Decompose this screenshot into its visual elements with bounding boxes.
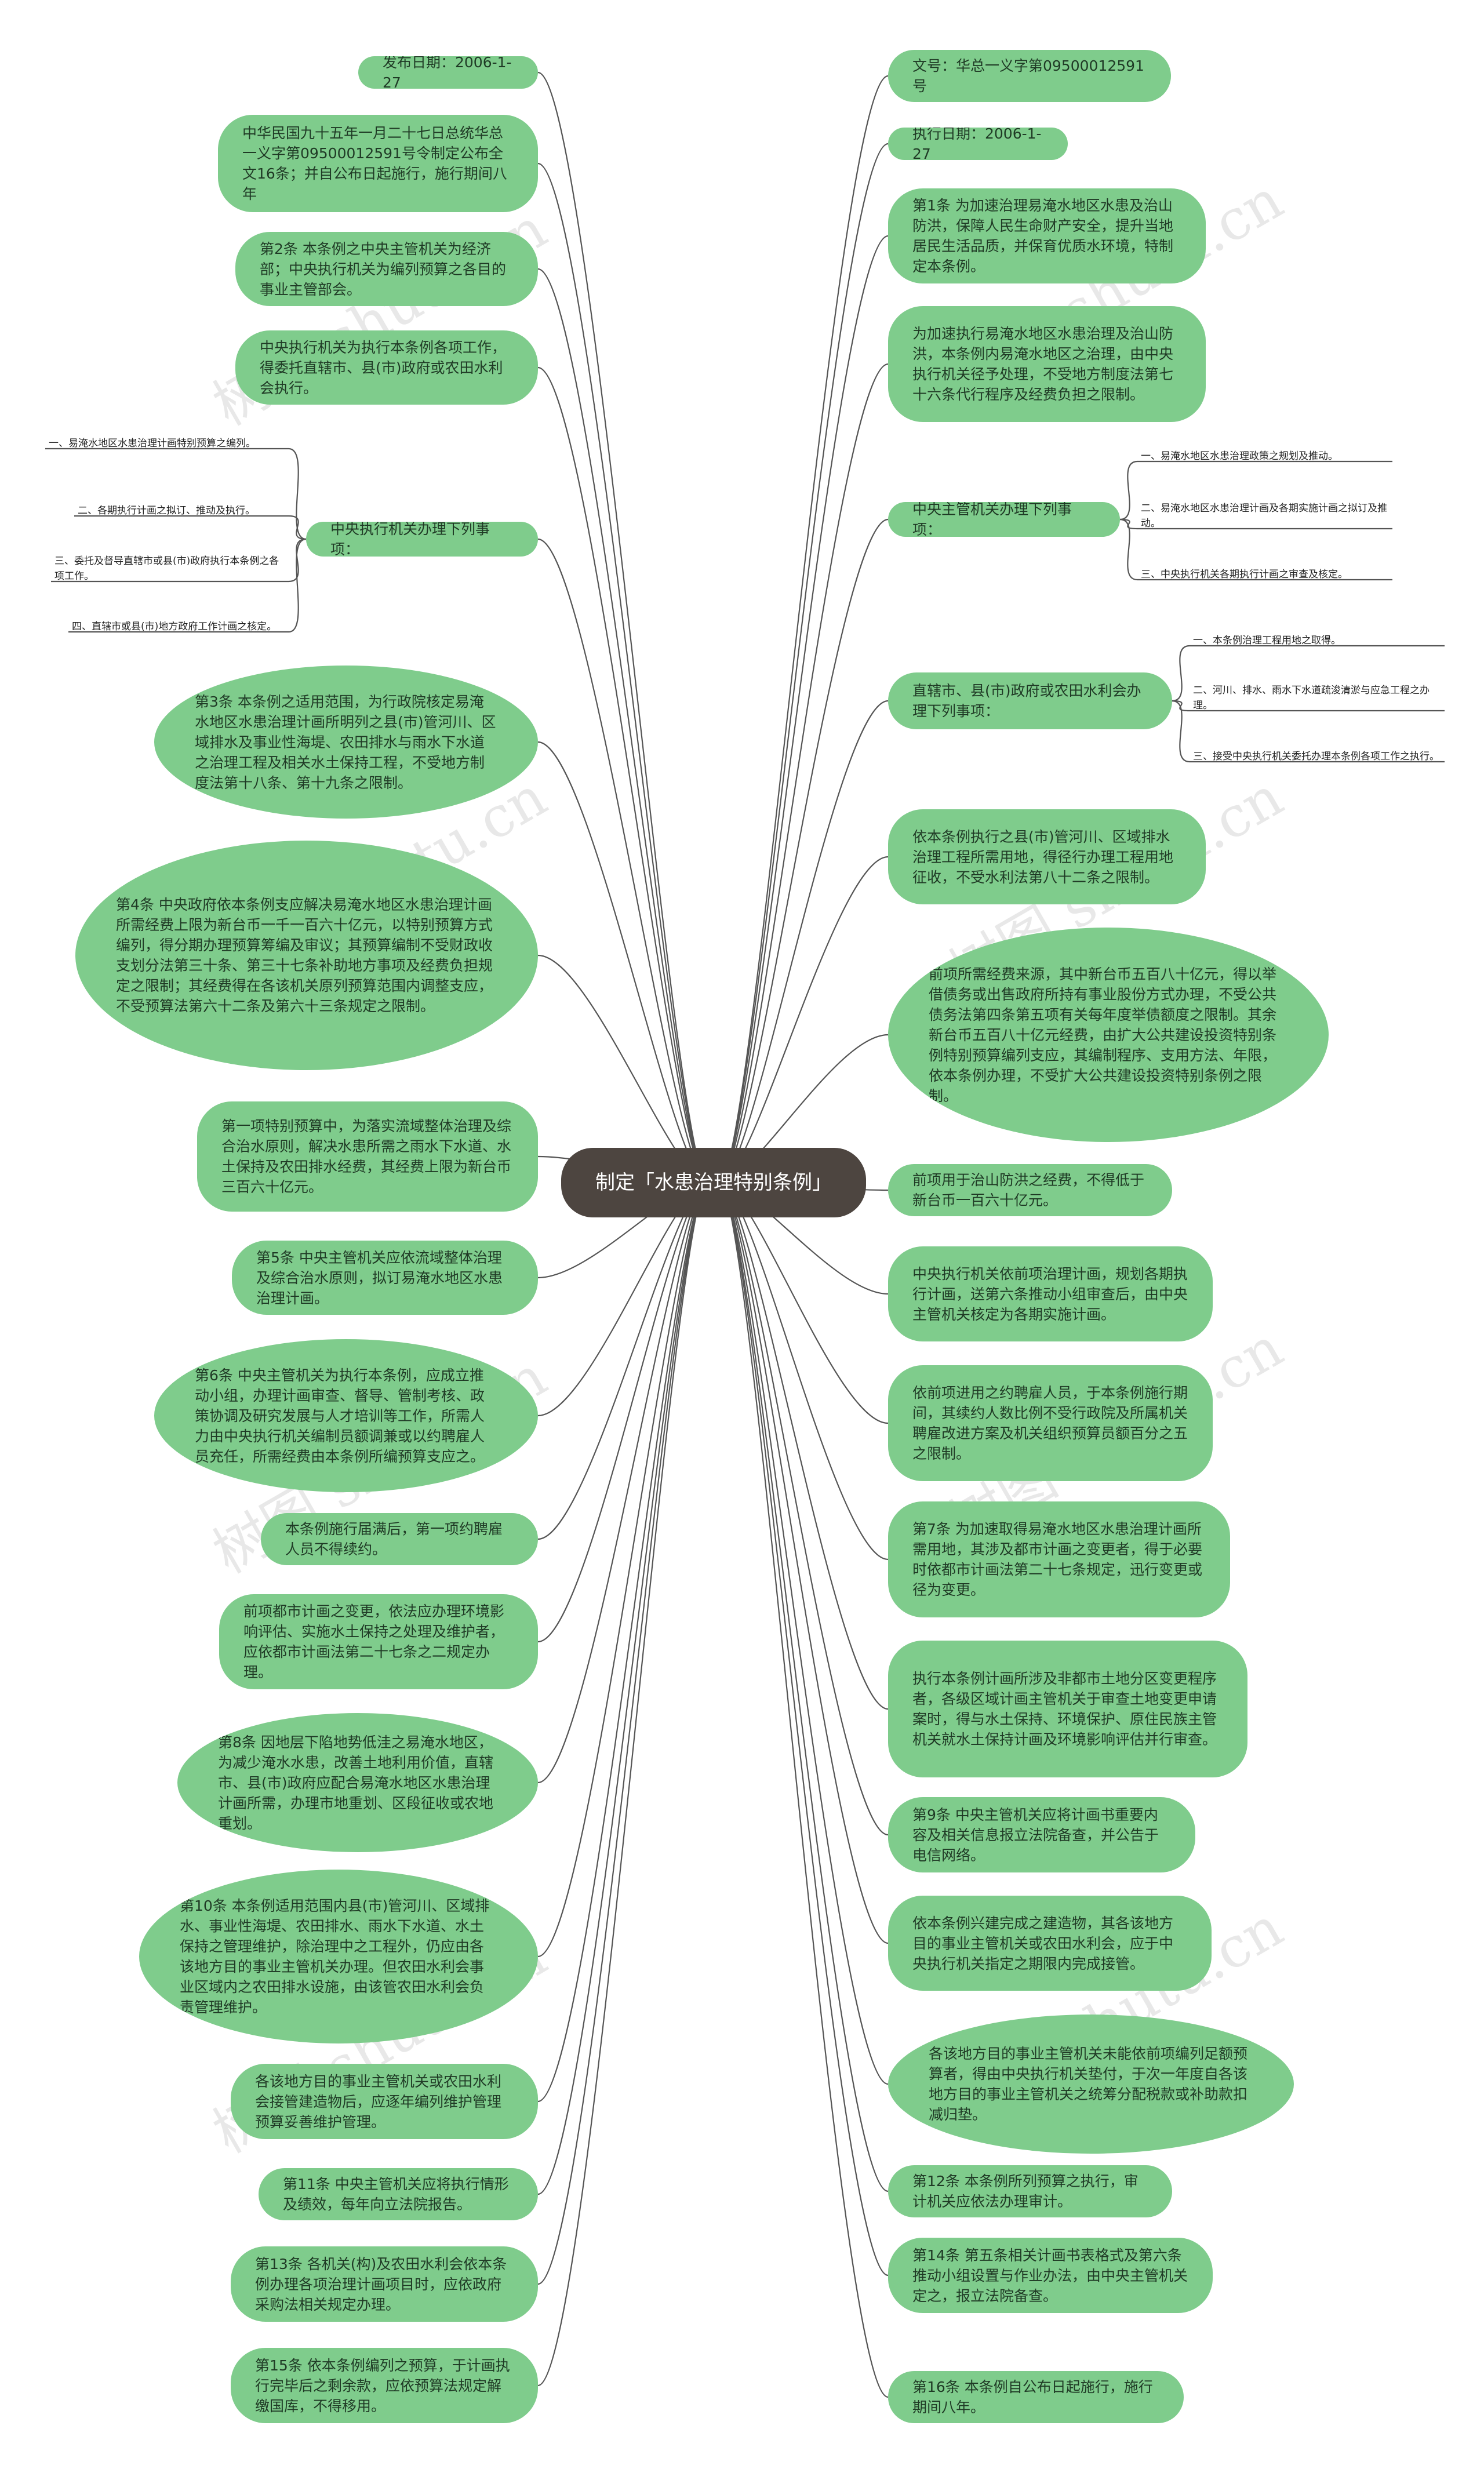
- topic-node[interactable]: 中央执行机关依前项治理计画，规划各期执行计画，送第六条推动小组审查后，由中央主管…: [888, 1246, 1213, 1341]
- connector-line: [537, 1181, 708, 1540]
- topic-node[interactable]: 第9条 中央主管机关应将计画书重要内容及相关信息报立法院备查，并公告于电信网络。: [888, 1797, 1195, 1872]
- topic-node[interactable]: 第2条 本条例之中央主管机关为经济部；中央执行机关为编列预算之各目的事业主管部会…: [235, 232, 538, 306]
- connector-line: [74, 515, 307, 540]
- topic-node[interactable]: 第15条 依本条例编列之预算，于计画执行完毕后之剩余款，应依预算法规定解缴国库，…: [231, 2348, 538, 2423]
- topic-node[interactable]: 中央执行机关为执行本条例各项工作，得委托直辖市、县(市)政府或农田水利会执行。: [235, 330, 538, 405]
- topic-node[interactable]: 各该地方目的事业主管机关或农田水利会接管建造物后，应逐年编列维护管理预算妥善维护…: [231, 2064, 538, 2139]
- topic-node[interactable]: 第3条 本条例之适用范围，为行政院核定易淹水地区水患治理计画所明列之县(市)管河…: [154, 666, 538, 819]
- sub-item[interactable]: 三、接受中央执行机关委托办理本条例各项工作之执行。: [1193, 751, 1439, 762]
- connector-line: [1172, 700, 1445, 763]
- connector-line: [1119, 518, 1392, 581]
- connector-line: [537, 1181, 708, 2285]
- connector-line: [719, 75, 889, 1184]
- topic-node[interactable]: 第11条 中央主管机关应将执行情形及绩效，每年向立法院报告。: [259, 2168, 538, 2220]
- connector-line: [537, 1181, 708, 1643]
- connector-line: [68, 538, 307, 633]
- connector-line: [51, 538, 307, 583]
- topic-node[interactable]: 第16条 本条例自公布日起施行，施行期间八年。: [888, 2371, 1184, 2423]
- connector-line: [1119, 460, 1392, 521]
- topic-node[interactable]: 第12条 本条例所列预算之执行，审计机关应依法办理审计。: [888, 2165, 1172, 2217]
- topic-node[interactable]: 前项用于治山防洪之经费，不得低于新台币一百六十亿元。: [888, 1164, 1172, 1216]
- sub-item[interactable]: 三、委托及督导直辖市或县(市)政府执行本条例之各项工作。: [54, 555, 279, 582]
- topic-node[interactable]: 中华民国九十五年一月二十七日总统华总一义字第09500012591号令制定公布全…: [218, 115, 538, 212]
- connector-line: [45, 448, 307, 540]
- topic-node[interactable]: 第14条 第五条相关计画书表格式及第六条推动小组设置与作业办法，由中央主管机关定…: [888, 2238, 1213, 2313]
- topic-node[interactable]: 第7条 为加速取得易淹水地区水患治理计画所需用地，其涉及都市计画之变更者，得于必…: [888, 1501, 1230, 1617]
- connector-line: [719, 1181, 889, 2398]
- topic-node[interactable]: 第1条 为加速治理易淹水地区水患及治山防洪，保障人民生命财产安全，提升当地居民生…: [888, 188, 1206, 283]
- topic-node[interactable]: 中央主管机关办理下列事项：: [888, 502, 1120, 537]
- connector-line: [719, 235, 889, 1184]
- sub-item[interactable]: 四、直辖市或县(市)地方政府工作计画之核定。: [72, 621, 277, 632]
- connector-line: [719, 700, 889, 1184]
- topic-node[interactable]: 各该地方目的事业主管机关未能依前项编列足额预算者，得由中央执行机关垫付，于次一年…: [888, 2015, 1294, 2154]
- connector-line: [537, 1181, 708, 1784]
- connector-line: [719, 363, 889, 1184]
- topic-node[interactable]: 前项所需经费来源，其中新台币五百八十亿元，得以举借债务或出售政府所持有事业股份方…: [888, 928, 1329, 1142]
- connector-line: [1172, 645, 1445, 702]
- connector-line: [719, 1181, 889, 2085]
- connector-line: [537, 268, 708, 1184]
- connector-line: [719, 1181, 889, 1561]
- connector-line: [537, 538, 708, 1184]
- topic-node[interactable]: 第6条 中央主管机关为执行本条例，应成立推动小组，办理计画审查、督导、管制考核、…: [154, 1339, 538, 1492]
- connector-line: [537, 71, 708, 1184]
- connector-line: [719, 518, 889, 1184]
- sub-item[interactable]: 一、易淹水地区水患治理计画特别预算之编列。: [49, 438, 256, 449]
- connector-line: [537, 1181, 708, 2387]
- topic-node[interactable]: 执行本条例计画所涉及非都市土地分区变更程序者，各级区域计画主管机关于审查土地变更…: [888, 1641, 1247, 1777]
- topic-node[interactable]: 第5条 中央主管机关应依流域整体治理及综合治水原则，拟订易淹水地区水患治理计画。: [232, 1241, 538, 1315]
- topic-node[interactable]: 文号：华总一义字第09500012591号: [888, 50, 1171, 102]
- topic-node[interactable]: 依本条例兴建完成之建造物，其各该地方目的事业主管机关或农田水利会，应于中央执行机…: [888, 1896, 1212, 1991]
- topic-node[interactable]: 第10条 本条例适用范围内县(市)管河川、区域排水、事业性海堤、农田排水、雨水下…: [139, 1870, 538, 2043]
- topic-node[interactable]: 第一项特别预算中，为落实流域整体治理及综合治水原则，解决水患所需之雨水下水道、水…: [197, 1101, 538, 1212]
- connector-line: [719, 143, 889, 1184]
- topic-node[interactable]: 依本条例执行之县(市)管河川、区域排水治理工程所需用地，得径行办理工程用地征收，…: [888, 809, 1206, 904]
- connector-line: [719, 1181, 889, 1836]
- connector-line: [719, 1181, 889, 2192]
- topic-node[interactable]: 执行日期：2006-1-27: [888, 128, 1068, 160]
- sub-item[interactable]: 二、河川、排水、雨水下水道疏浚清淤与应急工程之办理。: [1193, 685, 1430, 711]
- root-topic[interactable]: 制定「水患治理特别条例」: [561, 1148, 866, 1217]
- sub-item[interactable]: 二、易淹水地区水患治理计画及各期实施计画之拟订及推动。: [1141, 503, 1387, 529]
- topic-node[interactable]: 直辖市、县(市)政府或农田水利会办理下列事项：: [888, 672, 1172, 729]
- sub-item[interactable]: 二、各期执行计画之拟订、推动及执行。: [78, 505, 255, 517]
- topic-node[interactable]: 第13条 各机关(构)及农田水利会依本条例办理各项治理计画项目时，应依政府采购法…: [231, 2246, 538, 2322]
- topic-node[interactable]: 依前项进用之约聘雇人员，于本条例施行期间，其续约人数比例不受行政院及所属机关聘雇…: [888, 1365, 1213, 1481]
- topic-node[interactable]: 中央执行机关办理下列事项：: [306, 522, 538, 557]
- connector-line: [719, 1181, 889, 2277]
- connector-line: [537, 162, 708, 1184]
- connector-line: [537, 366, 708, 1184]
- connector-line: [537, 1181, 708, 2195]
- sub-item[interactable]: 一、本条例治理工程用地之取得。: [1193, 635, 1341, 646]
- sub-item[interactable]: 三、中央执行机关各期执行计画之审查及核定。: [1141, 569, 1348, 580]
- sub-item[interactable]: 一、易淹水地区水患治理政策之规划及推动。: [1141, 450, 1338, 462]
- topic-node[interactable]: 第8条 因地层下陷地势低洼之易淹水地区，为减少淹水水患，改善土地利用价值，直辖市…: [177, 1713, 538, 1852]
- topic-node[interactable]: 发布日期：2006-1-27: [358, 56, 538, 89]
- topic-node[interactable]: 前项都市计画之变更，依法应办理环境影响评估、实施水土保持之处理及维护者，应依都市…: [219, 1594, 538, 1689]
- connector-line: [719, 1181, 889, 1944]
- connector-line: [537, 1181, 708, 2103]
- topic-node[interactable]: 为加速执行易淹水地区水患治理及治山防洪，本条例内易淹水地区之治理，由中央执行机关…: [888, 306, 1206, 422]
- topic-node[interactable]: 第4条 中央政府依本条例支应解决易淹水地区水患治理计画所需经费上限为新台币一千一…: [75, 841, 538, 1070]
- connector-line: [537, 1181, 708, 1958]
- topic-node[interactable]: 本条例施行届满后，第一项约聘雇人员不得续约。: [261, 1513, 538, 1565]
